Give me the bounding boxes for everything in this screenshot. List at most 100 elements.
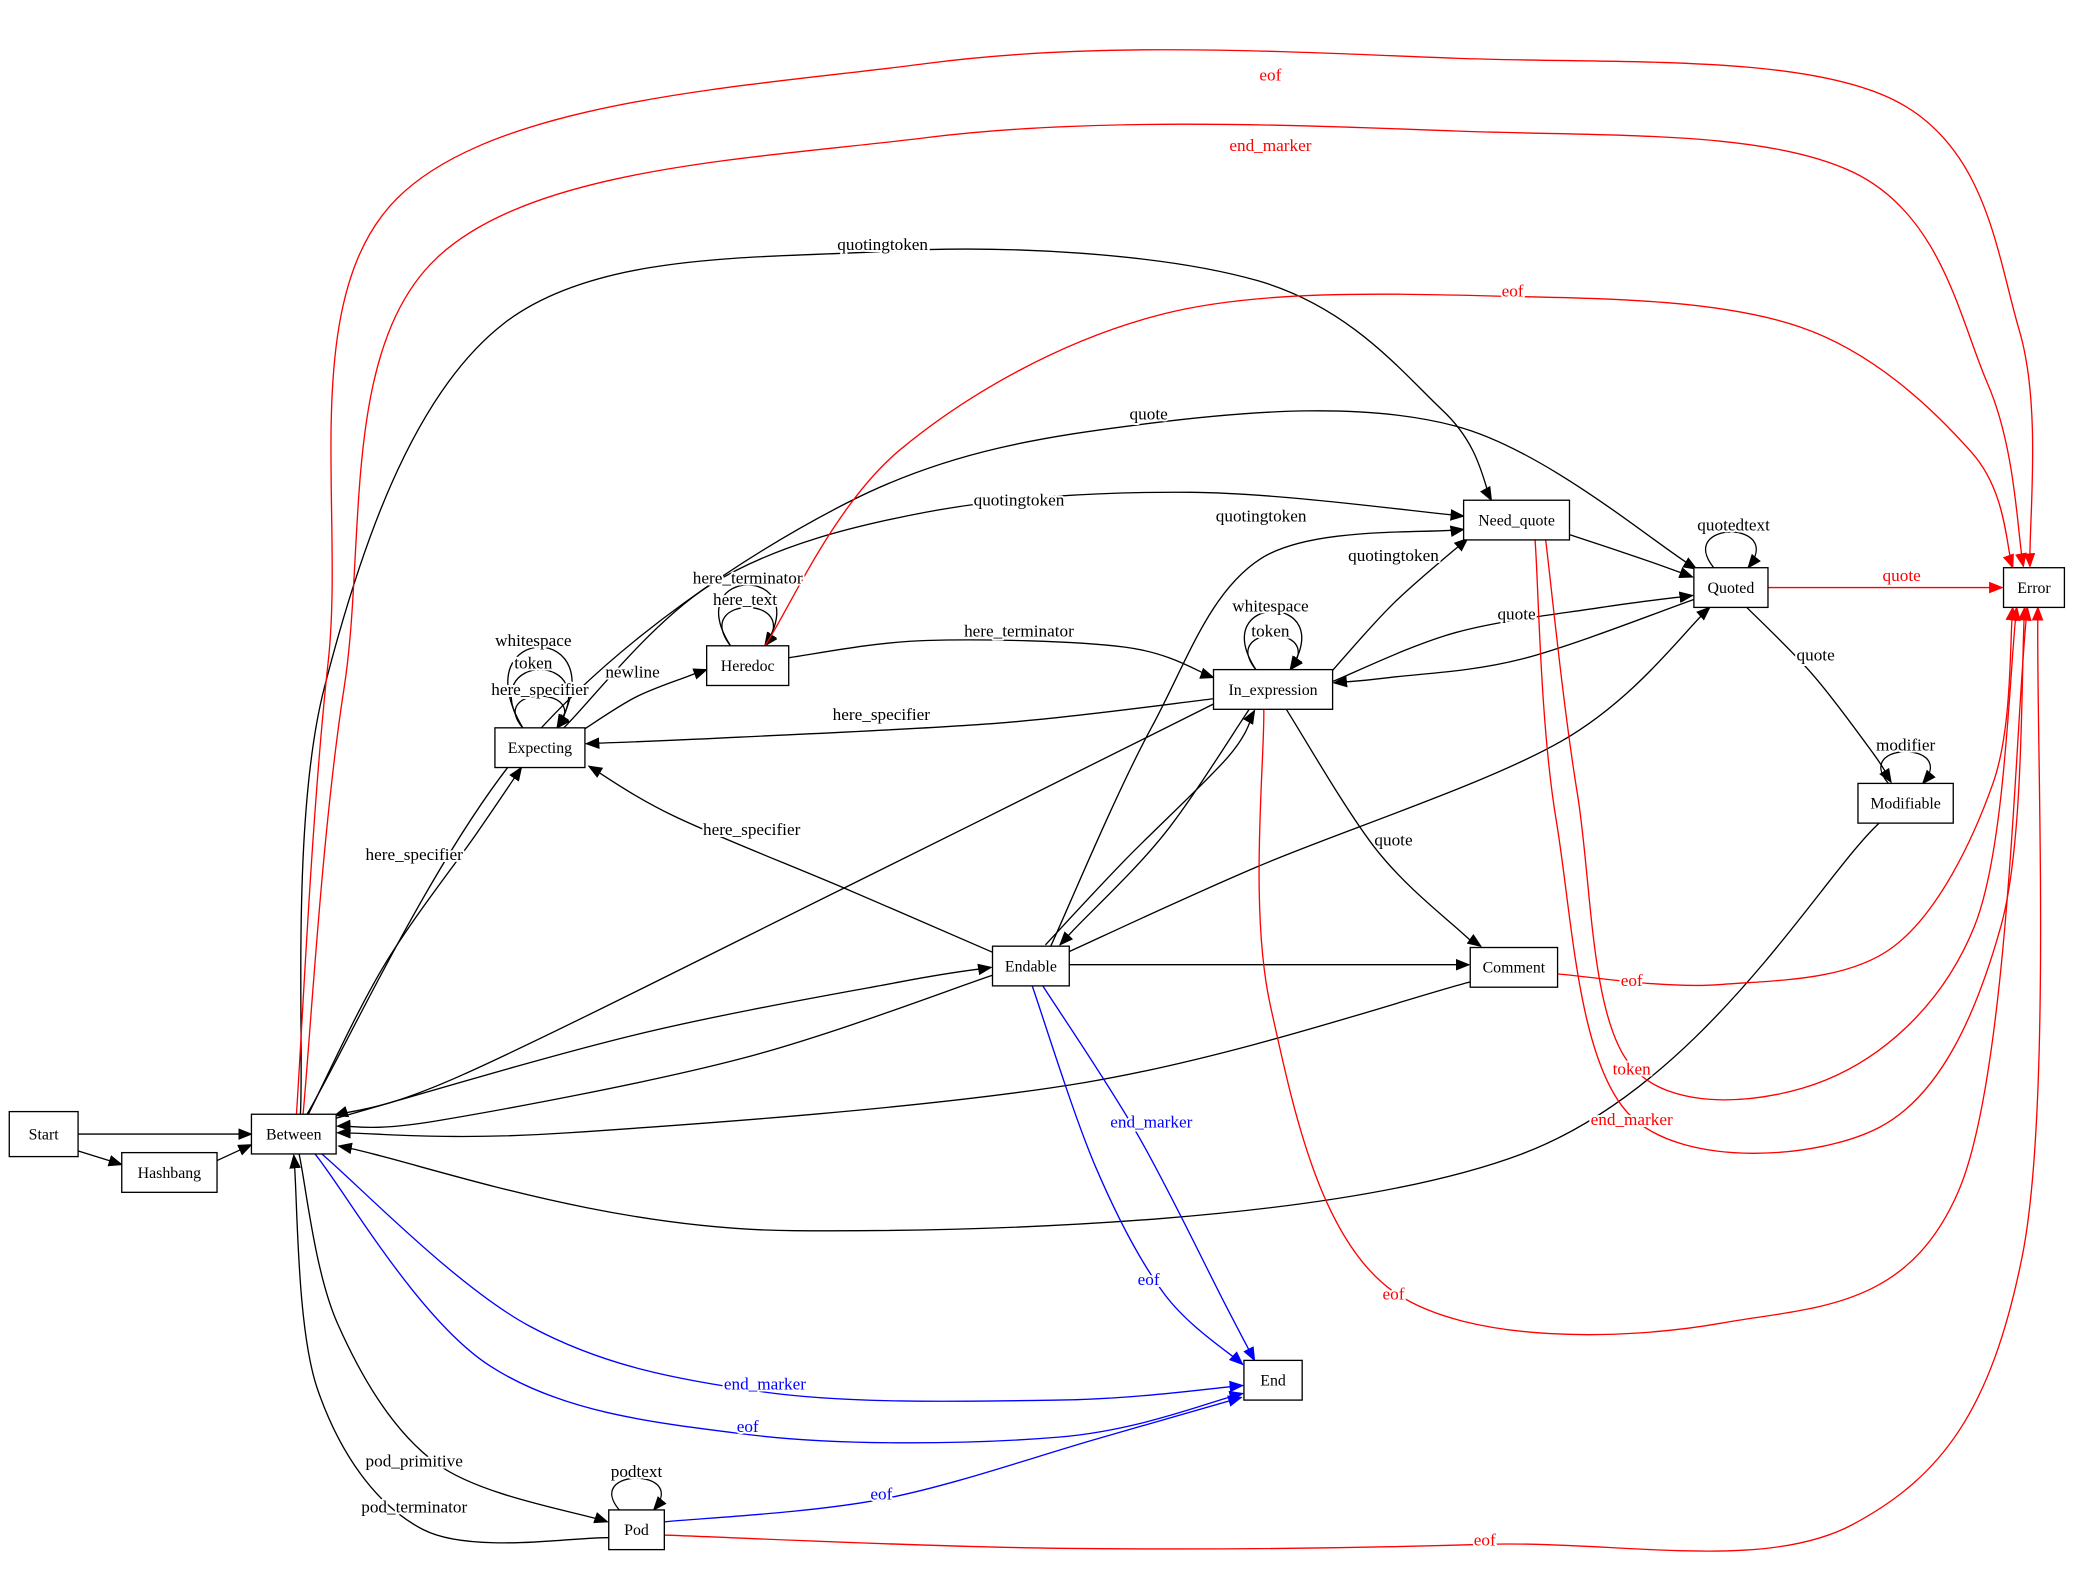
edge-between-error [302,123,2027,1115]
edge-label-pod_terminator: pod_terminator [361,1498,467,1517]
edge-label-here_terminator: here_terminator [693,569,803,588]
state-node-start: Start [8,1110,79,1158]
edge-heredoc-in_expression [788,639,1215,679]
edge-endable-expecting [587,765,995,954]
edge-label-whitespace: whitespace [1232,596,1309,615]
edge-comment-between [336,981,1471,1139]
state-node-pod: Pod [608,1509,665,1551]
edge-label-quote: quote [1797,645,1836,664]
edge-between-error [295,49,2036,1115]
state-node-label: Start [29,1126,60,1143]
edge-expecting-self [507,646,573,730]
edge-between-expecting [307,766,523,1115]
edge-expecting-need_quote [563,491,1466,729]
state-node-box [250,1113,337,1155]
edge-pod-error [664,605,2044,1552]
edge-endable-in_expression [1044,709,1256,946]
edge-label-end_marker: end_marker [1229,136,1311,155]
edge-label-quote: quote [1374,831,1413,850]
state-node-modifiable: Modifiable [1857,782,1954,824]
edge-between-end [319,1152,1245,1402]
state-node-error: Error [2002,567,2066,609]
edge-quoted-self [1705,531,1761,569]
state-node-label: Heredoc [721,658,775,675]
state-node-label: Quoted [1708,580,1755,597]
edge-endable-between [336,974,993,1132]
edge-in_expression-self [1243,610,1303,671]
edge-label-podtext: podtext [611,1462,663,1481]
edge-label-quote: quote [1883,566,1922,585]
edge-endable-end [1042,985,1256,1362]
edge-label-here_specifier: here_specifier [833,705,931,724]
edge-label-eof: eof [1138,1270,1160,1289]
edge-hashbang-between [216,1144,253,1162]
edge-label-quote: quote [1130,404,1169,423]
edge-label-token: token [1613,1060,1652,1079]
state-node-box [121,1151,218,1193]
state-node-label: End [1260,1373,1286,1390]
edge-label-token: token [514,653,553,672]
edge-pod-end [664,1395,1243,1523]
state-node-comment: Comment [1469,946,1559,988]
edge-need_quote-error [1545,539,2021,1101]
state-node-need_quote: Need_quote [1462,499,1571,541]
state-node-label: Between [266,1126,322,1143]
state-node-hashbang: Hashbang [121,1151,218,1193]
edge-quoted-modifiable [1746,606,1892,784]
state-node-label: Comment [1483,960,1546,977]
edge-label-end_marker: end_marker [1591,1110,1673,1129]
edge-label-eof: eof [870,1484,892,1503]
edge-between-need_quote [299,248,1493,1115]
state-node-label: Need_quote [1478,512,1555,529]
state-node-label: Endable [1005,958,1057,975]
edge-need_quote-quoted [1569,533,1694,579]
state-node-label: Hashbang [138,1165,202,1182]
edge-in_expression-self [1247,634,1304,671]
edge-endable-end [1031,985,1244,1366]
state-node-box [991,945,1070,987]
edge-label-pod_primitive: pod_primitive [366,1451,464,1470]
edge-label-whitespace: whitespace [495,631,572,650]
edge-labels: here_specifiernewlinehere_terminatorhere… [359,64,1937,1552]
edge-between-pod [298,1153,609,1524]
edge-pod-between [289,1153,609,1544]
edge-label-eof: eof [1259,66,1281,85]
edge-label-quotedtext: quotedtext [1697,516,1770,535]
edge-label-eof: eof [1383,1285,1405,1304]
state-node-end: End [1243,1359,1303,1401]
state-node-label: Expecting [508,740,572,757]
edge-in_expression-error [1258,605,2032,1336]
edge-modifiable-between [337,822,1880,1232]
edge-label-end_marker: end_marker [1110,1112,1192,1131]
edge-label-end_marker: end_marker [724,1375,806,1394]
state-node-box [494,727,586,769]
edge-in_expression-endable [1059,708,1250,946]
edge-in_expression-expecting [584,698,1214,749]
edge-pod-self [611,1477,667,1512]
edge-modifiable-self [1880,751,1936,785]
edge-expecting-self [514,695,571,729]
edge-in_expression-quoted [1332,591,1694,683]
state-node-box [1212,668,1334,710]
state-node-label: In_expression [1229,682,1318,699]
state-node-box [1243,1359,1303,1401]
edge-endable-quoted [1066,606,1711,954]
edge-label-eof: eof [737,1417,759,1436]
state-node-box [608,1509,665,1551]
edge-label-quotingtoken: quotingtoken [837,235,928,254]
edge-label-newline: newline [605,663,660,682]
state-node-box [1469,946,1559,988]
edges [62,49,2044,1552]
state-node-label: Pod [624,1522,649,1539]
edge-label-eof: eof [1474,1531,1496,1550]
state-node-box [2002,567,2066,609]
edge-label-eof: eof [1502,281,1524,300]
state-node-endable: Endable [991,945,1070,987]
state-node-label: Error [2017,580,2051,597]
edge-label-eof: eof [1621,971,1643,990]
edge-in_expression-comment [1285,708,1483,948]
edge-between-end [314,1153,1245,1444]
